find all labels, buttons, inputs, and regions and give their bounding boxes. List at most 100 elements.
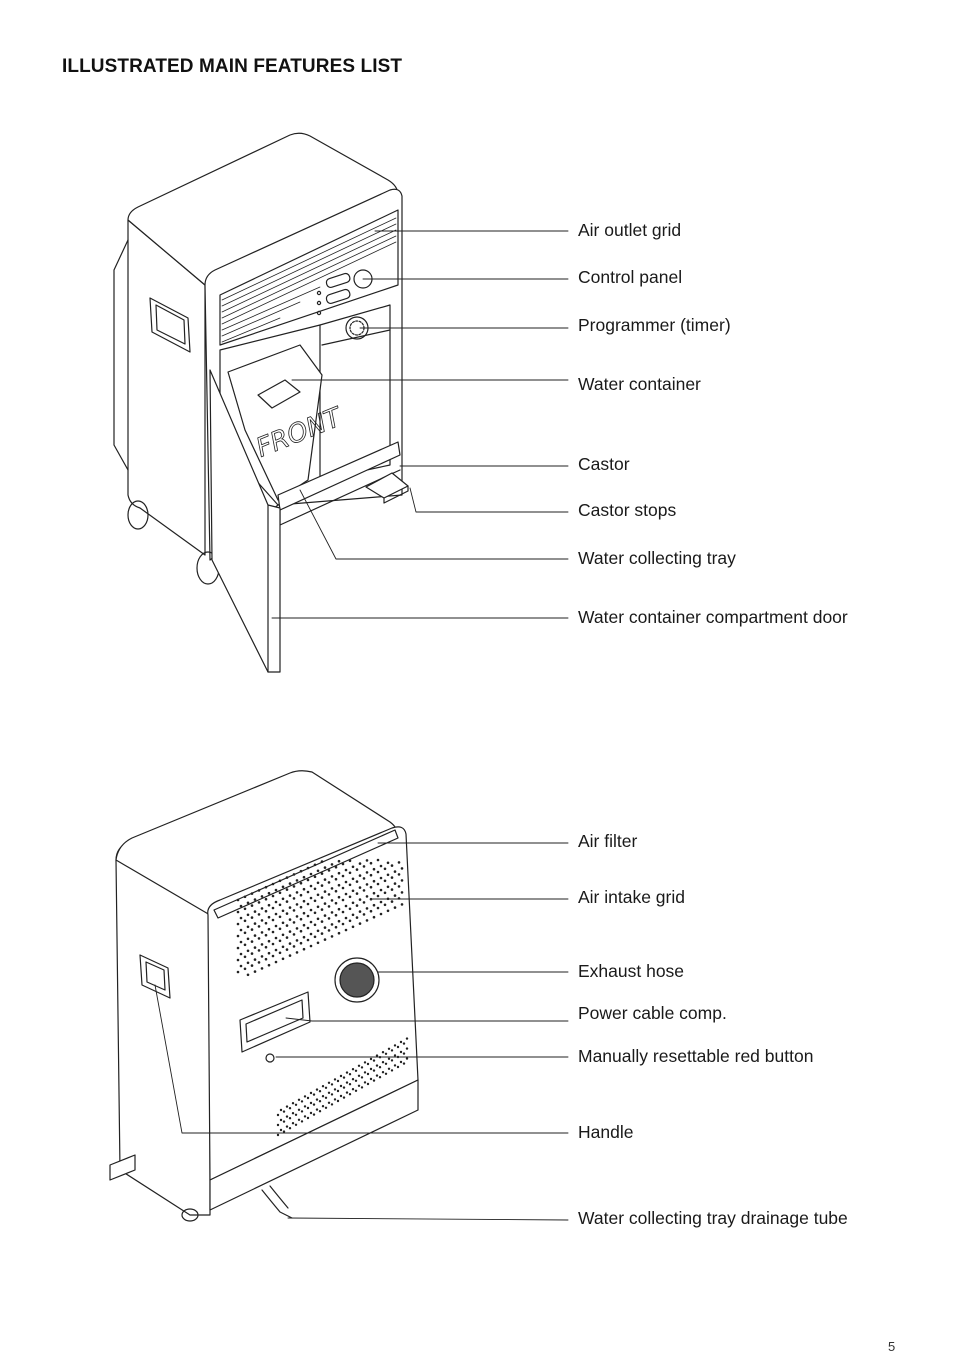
grid-dot bbox=[250, 952, 254, 955]
vent-dot bbox=[306, 1096, 310, 1100]
vent-dot bbox=[360, 1066, 364, 1069]
grid-dot bbox=[278, 891, 282, 895]
grid-dot bbox=[267, 939, 271, 943]
grid-dot bbox=[250, 940, 254, 943]
grid-dot bbox=[260, 919, 264, 922]
grid-dot bbox=[253, 970, 257, 973]
vent-dot bbox=[288, 1127, 292, 1130]
vent-dot bbox=[363, 1081, 367, 1084]
grid-dot bbox=[309, 908, 313, 912]
grid-dot bbox=[323, 866, 327, 869]
grid-dot bbox=[351, 913, 355, 917]
grid-dot bbox=[246, 973, 250, 977]
grid-dot bbox=[355, 916, 359, 919]
grid-dot bbox=[264, 909, 268, 913]
grid-dot bbox=[260, 955, 264, 958]
grid-dot bbox=[379, 912, 383, 916]
callout-air-intake-grid: Air intake grid bbox=[578, 887, 685, 907]
vent-dot bbox=[393, 1054, 397, 1057]
grid-dot bbox=[316, 869, 320, 873]
vent-dot bbox=[384, 1072, 388, 1076]
vent-dot bbox=[297, 1108, 301, 1112]
grid-dot bbox=[376, 870, 380, 874]
vent-dot bbox=[330, 1083, 334, 1086]
grid-dot bbox=[383, 891, 387, 895]
grid-dot bbox=[358, 874, 362, 877]
grid-dot bbox=[246, 961, 250, 965]
grid-dot bbox=[257, 925, 261, 928]
vent-dot bbox=[297, 1118, 301, 1122]
grid-dot bbox=[372, 867, 376, 871]
grid-dot bbox=[250, 928, 254, 931]
grid-dot bbox=[274, 912, 278, 916]
grid-dot bbox=[397, 885, 401, 888]
grid-dot bbox=[362, 865, 366, 868]
vent-dot bbox=[315, 1098, 319, 1101]
grid-dot bbox=[397, 873, 401, 876]
grid-dot bbox=[400, 891, 404, 894]
grid-dot bbox=[285, 876, 289, 879]
vent-dot bbox=[285, 1105, 289, 1108]
grid-dot bbox=[365, 859, 369, 862]
grid-dot bbox=[239, 928, 243, 932]
grid-dot bbox=[250, 964, 254, 967]
grid-dot bbox=[271, 942, 275, 946]
grid-dot bbox=[292, 933, 296, 936]
grid-dot bbox=[348, 907, 352, 911]
air-intake-grid bbox=[236, 858, 404, 977]
vent-dot bbox=[342, 1096, 346, 1099]
vent-dot bbox=[381, 1051, 385, 1054]
grid-dot bbox=[264, 921, 268, 925]
vent-dot bbox=[345, 1081, 349, 1084]
vent-dot bbox=[366, 1062, 370, 1066]
grid-dot bbox=[267, 963, 271, 967]
grid-dot bbox=[274, 888, 278, 892]
grid-dot bbox=[260, 931, 264, 934]
grid-dot bbox=[271, 894, 275, 898]
grid-dot bbox=[362, 913, 366, 916]
grid-dot bbox=[337, 907, 341, 911]
vent-dot bbox=[306, 1106, 310, 1110]
grid-dot bbox=[281, 945, 285, 949]
grid-dot bbox=[236, 958, 240, 962]
grid-dot bbox=[320, 872, 324, 875]
vent-dot bbox=[336, 1079, 340, 1083]
grid-dot bbox=[348, 895, 352, 899]
grid-dot bbox=[267, 903, 271, 907]
grid-dot bbox=[278, 939, 282, 943]
grid-dot bbox=[309, 932, 313, 936]
grid-dot bbox=[246, 913, 250, 917]
grid-dot bbox=[316, 881, 320, 885]
callout-water-container: Water container bbox=[578, 374, 701, 394]
grid-dot bbox=[334, 877, 338, 881]
vent-dot bbox=[282, 1120, 286, 1123]
grid-dot bbox=[246, 937, 250, 941]
vent-dot bbox=[381, 1061, 385, 1064]
vent-dot bbox=[390, 1059, 394, 1062]
grid-dot bbox=[327, 893, 331, 896]
vent-dot bbox=[330, 1103, 334, 1106]
grid-dot bbox=[316, 941, 320, 945]
grid-dot bbox=[309, 896, 313, 900]
grid-dot bbox=[243, 919, 247, 923]
grid-dot bbox=[271, 930, 275, 934]
vent-dot bbox=[387, 1067, 391, 1071]
grid-dot bbox=[313, 899, 317, 903]
vent-dot bbox=[276, 1133, 280, 1137]
grid-dot bbox=[365, 919, 369, 922]
vent-dot bbox=[288, 1117, 292, 1120]
grid-dot bbox=[341, 910, 345, 914]
grid-dot bbox=[320, 908, 324, 911]
grid-dot bbox=[323, 914, 327, 917]
vent-dot bbox=[336, 1089, 340, 1093]
vent-dot bbox=[291, 1102, 295, 1105]
vent-dot bbox=[363, 1071, 367, 1074]
grid-dot bbox=[260, 943, 264, 946]
grid-dot bbox=[344, 892, 348, 896]
callout-castor-stops: Castor stops bbox=[578, 500, 677, 520]
vent-dot bbox=[303, 1115, 307, 1118]
air-outlet-grid-lines bbox=[222, 218, 396, 342]
vent-dot bbox=[309, 1101, 313, 1105]
grid-dot bbox=[327, 869, 331, 872]
grid-dot bbox=[306, 914, 310, 918]
